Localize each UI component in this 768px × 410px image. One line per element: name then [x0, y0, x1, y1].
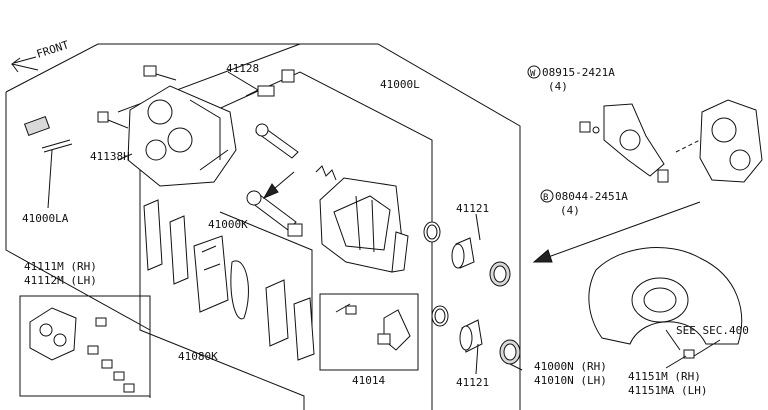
caliper-detail: [29, 307, 135, 393]
label-41151ma: 41151MA (LH): [628, 384, 707, 397]
label-41000la: 41000LA: [22, 212, 69, 225]
label-41000k: 41000K: [208, 218, 248, 231]
label-41112m: 41112M (LH): [24, 274, 97, 287]
label-41151m: 41151M (RH): [628, 370, 701, 383]
leader-41121-upper: [475, 213, 481, 241]
shim-inner: [293, 297, 315, 361]
bolt-symbol: B: [543, 193, 548, 203]
label-41014: 41014: [352, 374, 385, 387]
label-08044-2451a: 08044-2451A: [555, 190, 628, 203]
seal-ring-lower: [431, 305, 449, 327]
front-label: FRONT: [35, 38, 71, 61]
leader-41121-lower: [475, 343, 479, 375]
pin-bolt-41138h: [97, 65, 177, 129]
pad-group-boundary: [139, 160, 313, 410]
outer-caliper-boundary: [5, 43, 521, 410]
caliper-on-vehicle: [699, 99, 763, 183]
label-41010n: 41010N (LH): [534, 374, 607, 387]
label-41111m: 41111M (RH): [24, 260, 97, 273]
caliper-detail-box: [19, 295, 151, 397]
boot-ring-lower: [499, 339, 521, 365]
boot-ring-upper: [489, 261, 511, 287]
leader-41151m: [665, 355, 687, 369]
washer-symbol: W: [530, 69, 536, 79]
label-hub-bolt-qty: (4): [560, 204, 580, 217]
label-41000l: 41000L: [380, 78, 420, 91]
guide-pin-lower: [246, 190, 303, 237]
label-41128: 41128: [226, 62, 259, 75]
label-41080k: 41080K: [178, 350, 218, 363]
dust-shield: [588, 247, 743, 345]
brake-pad-outer: [193, 235, 229, 313]
install-guide-line: [675, 139, 701, 153]
bolt-washer: [579, 121, 600, 134]
label-41138h: 41138H: [90, 150, 130, 163]
label-washer-qty: (4): [548, 80, 568, 93]
bolt-41128: [245, 69, 295, 97]
shim-outer-2: [169, 215, 189, 285]
callout-arrow-icon: [262, 171, 295, 200]
wear-indicator: [230, 260, 249, 320]
guide-pin-upper: [255, 123, 299, 159]
leader-41000n: [509, 363, 523, 371]
brake-pad-inner: [265, 279, 289, 347]
label-see-sec-400: SEE SEC.400: [676, 324, 749, 337]
seal-ring-upper: [423, 221, 441, 243]
bolt-callout: B 08044-2451A (4): [540, 189, 628, 217]
bleeder-assembly: [335, 303, 411, 351]
assembly-arrow-icon: [532, 201, 701, 263]
piston-upper: [451, 237, 475, 269]
label-41121-upper: 41121: [456, 202, 489, 215]
shield-bolt: [683, 339, 721, 359]
front-arrow-icon: [10, 56, 39, 73]
bleeder-detail-box: [319, 293, 419, 371]
washer-callout: W 08915-2421A (4): [527, 65, 615, 93]
boot-spring: [315, 165, 337, 181]
shim-kit-41000la: [23, 115, 73, 153]
leader-41128: [227, 71, 259, 91]
shim-outer-1: [143, 199, 163, 271]
leader-41138h: [117, 153, 133, 161]
label-41121-lower: 41121: [456, 376, 489, 389]
leader-41000la: [47, 149, 53, 209]
label-08915-2421a: 08915-2421A: [542, 66, 615, 79]
label-41000n: 41000N (RH): [534, 360, 607, 373]
caliper-housing: [319, 177, 409, 273]
steering-knuckle: [603, 103, 669, 183]
caliper-bracket: [127, 85, 237, 187]
leader-see-sec: [665, 329, 681, 351]
piston-lower: [459, 319, 483, 353]
